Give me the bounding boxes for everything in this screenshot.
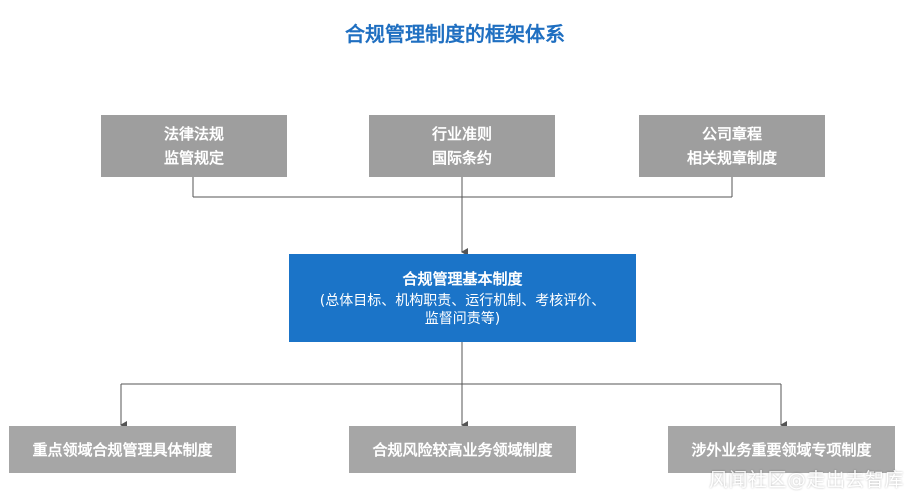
box-high-risk-business-system: 合规风险较高业务领域制度: [349, 426, 576, 473]
bottom-box-label: 重点领域合规管理具体制度: [32, 440, 213, 459]
box-line2: 相关规章制度: [686, 149, 777, 167]
box-industry-standards: 行业准则 国际条约: [369, 115, 555, 177]
box-laws-regulations: 法律法规 监管规定: [101, 115, 287, 177]
center-box-detail-line2: 监督问责等): [424, 311, 501, 327]
watermark: 风闻社区@走出去智库: [708, 469, 904, 491]
box-foreign-business-system: 涉外业务重要领域专项制度: [668, 426, 895, 473]
center-box-title: 合规管理基本制度: [402, 270, 523, 288]
box-company-charter: 公司章程 相关规章制度: [639, 115, 825, 177]
box-key-areas-system: 重点领域合规管理具体制度: [9, 426, 236, 473]
box-line1: 法律法规: [163, 125, 224, 143]
center-box-detail-line1: (总体目标、机构职责、运行机制、考核评价、: [319, 293, 606, 309]
box-line1: 公司章程: [701, 125, 762, 143]
box-line2: 监管规定: [163, 149, 224, 167]
box-line1: 行业准则: [431, 125, 492, 143]
box-line2: 国际条约: [431, 149, 492, 167]
bottom-box-label: 涉外业务重要领域专项制度: [691, 440, 872, 459]
bottom-box-label: 合规风险较高业务领域制度: [372, 440, 553, 459]
diagram-title: 合规管理制度的框架体系: [345, 22, 565, 46]
box-basic-compliance-system: 合规管理基本制度 (总体目标、机构职责、运行机制、考核评价、 监督问责等): [289, 254, 636, 342]
